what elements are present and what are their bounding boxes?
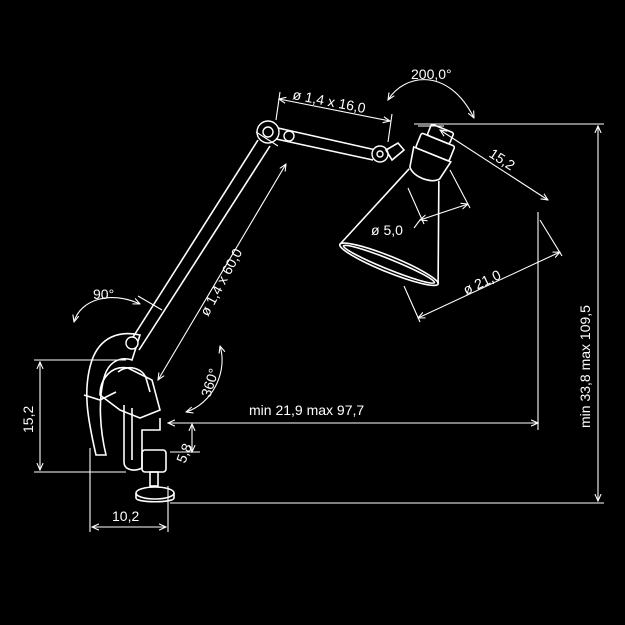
main-arm-extension-lines: [137, 131, 279, 311]
head-joint-inner: [376, 150, 384, 158]
lamp-head: [338, 123, 456, 287]
clamp-screw-knob: [141, 449, 167, 473]
main-arm-left: [127, 139, 259, 346]
shade-diameter-label: ø 21,0: [461, 266, 504, 297]
shade-rim: [338, 242, 440, 287]
upper-arm-label: ø 1,4 x 16,0: [291, 86, 367, 116]
socket-diameter-label: ø 5,0: [371, 222, 403, 238]
clamp-width-label: 10,2: [112, 508, 139, 524]
clamp-bracket: [85, 332, 142, 456]
socket-leader: [413, 219, 421, 229]
base-mount: [99, 366, 161, 419]
clamp-height-label: 15,2: [20, 406, 36, 433]
main-arm-right: [138, 145, 271, 351]
shade-cone: [339, 168, 440, 285]
clamp-height-extension-lines: [34, 359, 126, 473]
lamp-body: [83, 120, 456, 503]
height-extension-lines: [170, 123, 604, 504]
clamp-detail: [83, 391, 117, 401]
arm-tilt-arc: [74, 297, 140, 322]
clamp-screw-shaft: [149, 471, 159, 487]
reach-label: min 21,9 max 97,7: [249, 402, 364, 418]
clamp-column: [123, 405, 161, 471]
head-link: [384, 141, 406, 162]
upper-arm-dim-line: [279, 99, 390, 121]
socket-neck: [409, 145, 452, 182]
clamp-offset-label: 5,8: [173, 441, 195, 465]
arm-tilt-label: 90°: [93, 286, 114, 302]
main-arm-dim-line: [158, 164, 286, 380]
head-rotation-label: 200,0°: [411, 66, 452, 82]
height-label: min 33,8 max 109,5: [577, 305, 593, 428]
main-arm-label: ø 1,4 x 60,0: [197, 245, 246, 318]
upper-arm-bottom: [275, 138, 374, 161]
base-rotation-arc: [186, 346, 222, 412]
elbow-pin: [283, 130, 295, 142]
head-rotation-arc: [388, 79, 474, 118]
shade-diameter-dim-line: [418, 252, 560, 318]
shade-depth-dim-line: [440, 130, 548, 200]
elbow-joint-inner: [262, 126, 274, 138]
shade-depth-label: 15,2: [486, 145, 518, 173]
clamp-width-extension-lines: [89, 448, 169, 532]
clamp-foot-base: [135, 493, 175, 503]
arm-base-joint: [125, 336, 139, 350]
base-rotation-label: 360°: [198, 366, 222, 398]
socket-ring: [415, 132, 456, 162]
arm-base-pivot: [117, 366, 151, 393]
shade-rim-inner: [342, 244, 436, 284]
upper-arm-top: [277, 127, 377, 151]
socket-dim-line: [420, 204, 468, 220]
